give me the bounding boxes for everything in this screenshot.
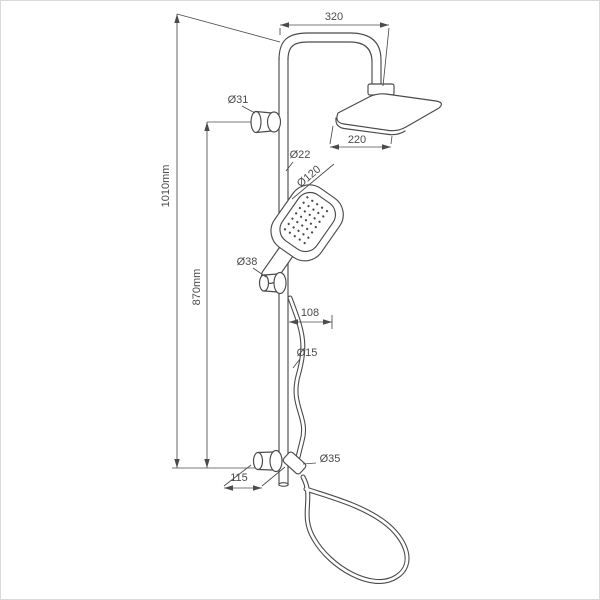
- callout-dia-35: Ø35: [302, 453, 341, 465]
- callout-dia-15: Ø15: [292, 347, 318, 369]
- dia-22-label: Ø22: [290, 149, 311, 161]
- dim-1010mm-label: 1010mm: [160, 165, 172, 208]
- dim-220-label: 220: [348, 134, 366, 146]
- wall-bracket-top: [250, 110, 282, 134]
- dim-115: 115: [223, 464, 286, 491]
- dim-108: 108: [289, 307, 333, 329]
- dim-220: 220: [329, 125, 393, 150]
- hand-shower: [261, 184, 344, 284]
- dia-35-label: Ø35: [320, 453, 341, 465]
- dia-15-label: Ø15: [297, 347, 318, 359]
- pipe-end-cap: [278, 482, 289, 487]
- dim-320: 320: [279, 11, 390, 87]
- overhead-shower-head: [335, 93, 442, 136]
- slider-bracket: [258, 271, 287, 295]
- shower-head-rim: [335, 117, 406, 136]
- dim-870mm-label: 870mm: [191, 269, 203, 306]
- dim-320-label: 320: [325, 11, 343, 23]
- callout-dia-22: Ø22: [285, 149, 311, 172]
- hand-shower-nozzles: [283, 196, 333, 248]
- callout-dia-38: Ø38: [237, 256, 267, 278]
- dia-31-label: Ø31: [228, 94, 249, 106]
- dim-870mm: 870mm: [191, 121, 251, 468]
- dim-108-label: 108: [301, 307, 319, 319]
- hose-outlet-nut: [282, 451, 307, 475]
- callout-dia-31: Ø31: [228, 94, 256, 114]
- dia-38-label: Ø38: [237, 256, 258, 268]
- shower-hose: [287, 295, 410, 584]
- dim-115-label: 115: [230, 472, 248, 484]
- shower-arm: [278, 32, 382, 87]
- wall-bracket-bottom: [252, 449, 307, 475]
- dim-1010mm: 1010mm: [160, 13, 281, 468]
